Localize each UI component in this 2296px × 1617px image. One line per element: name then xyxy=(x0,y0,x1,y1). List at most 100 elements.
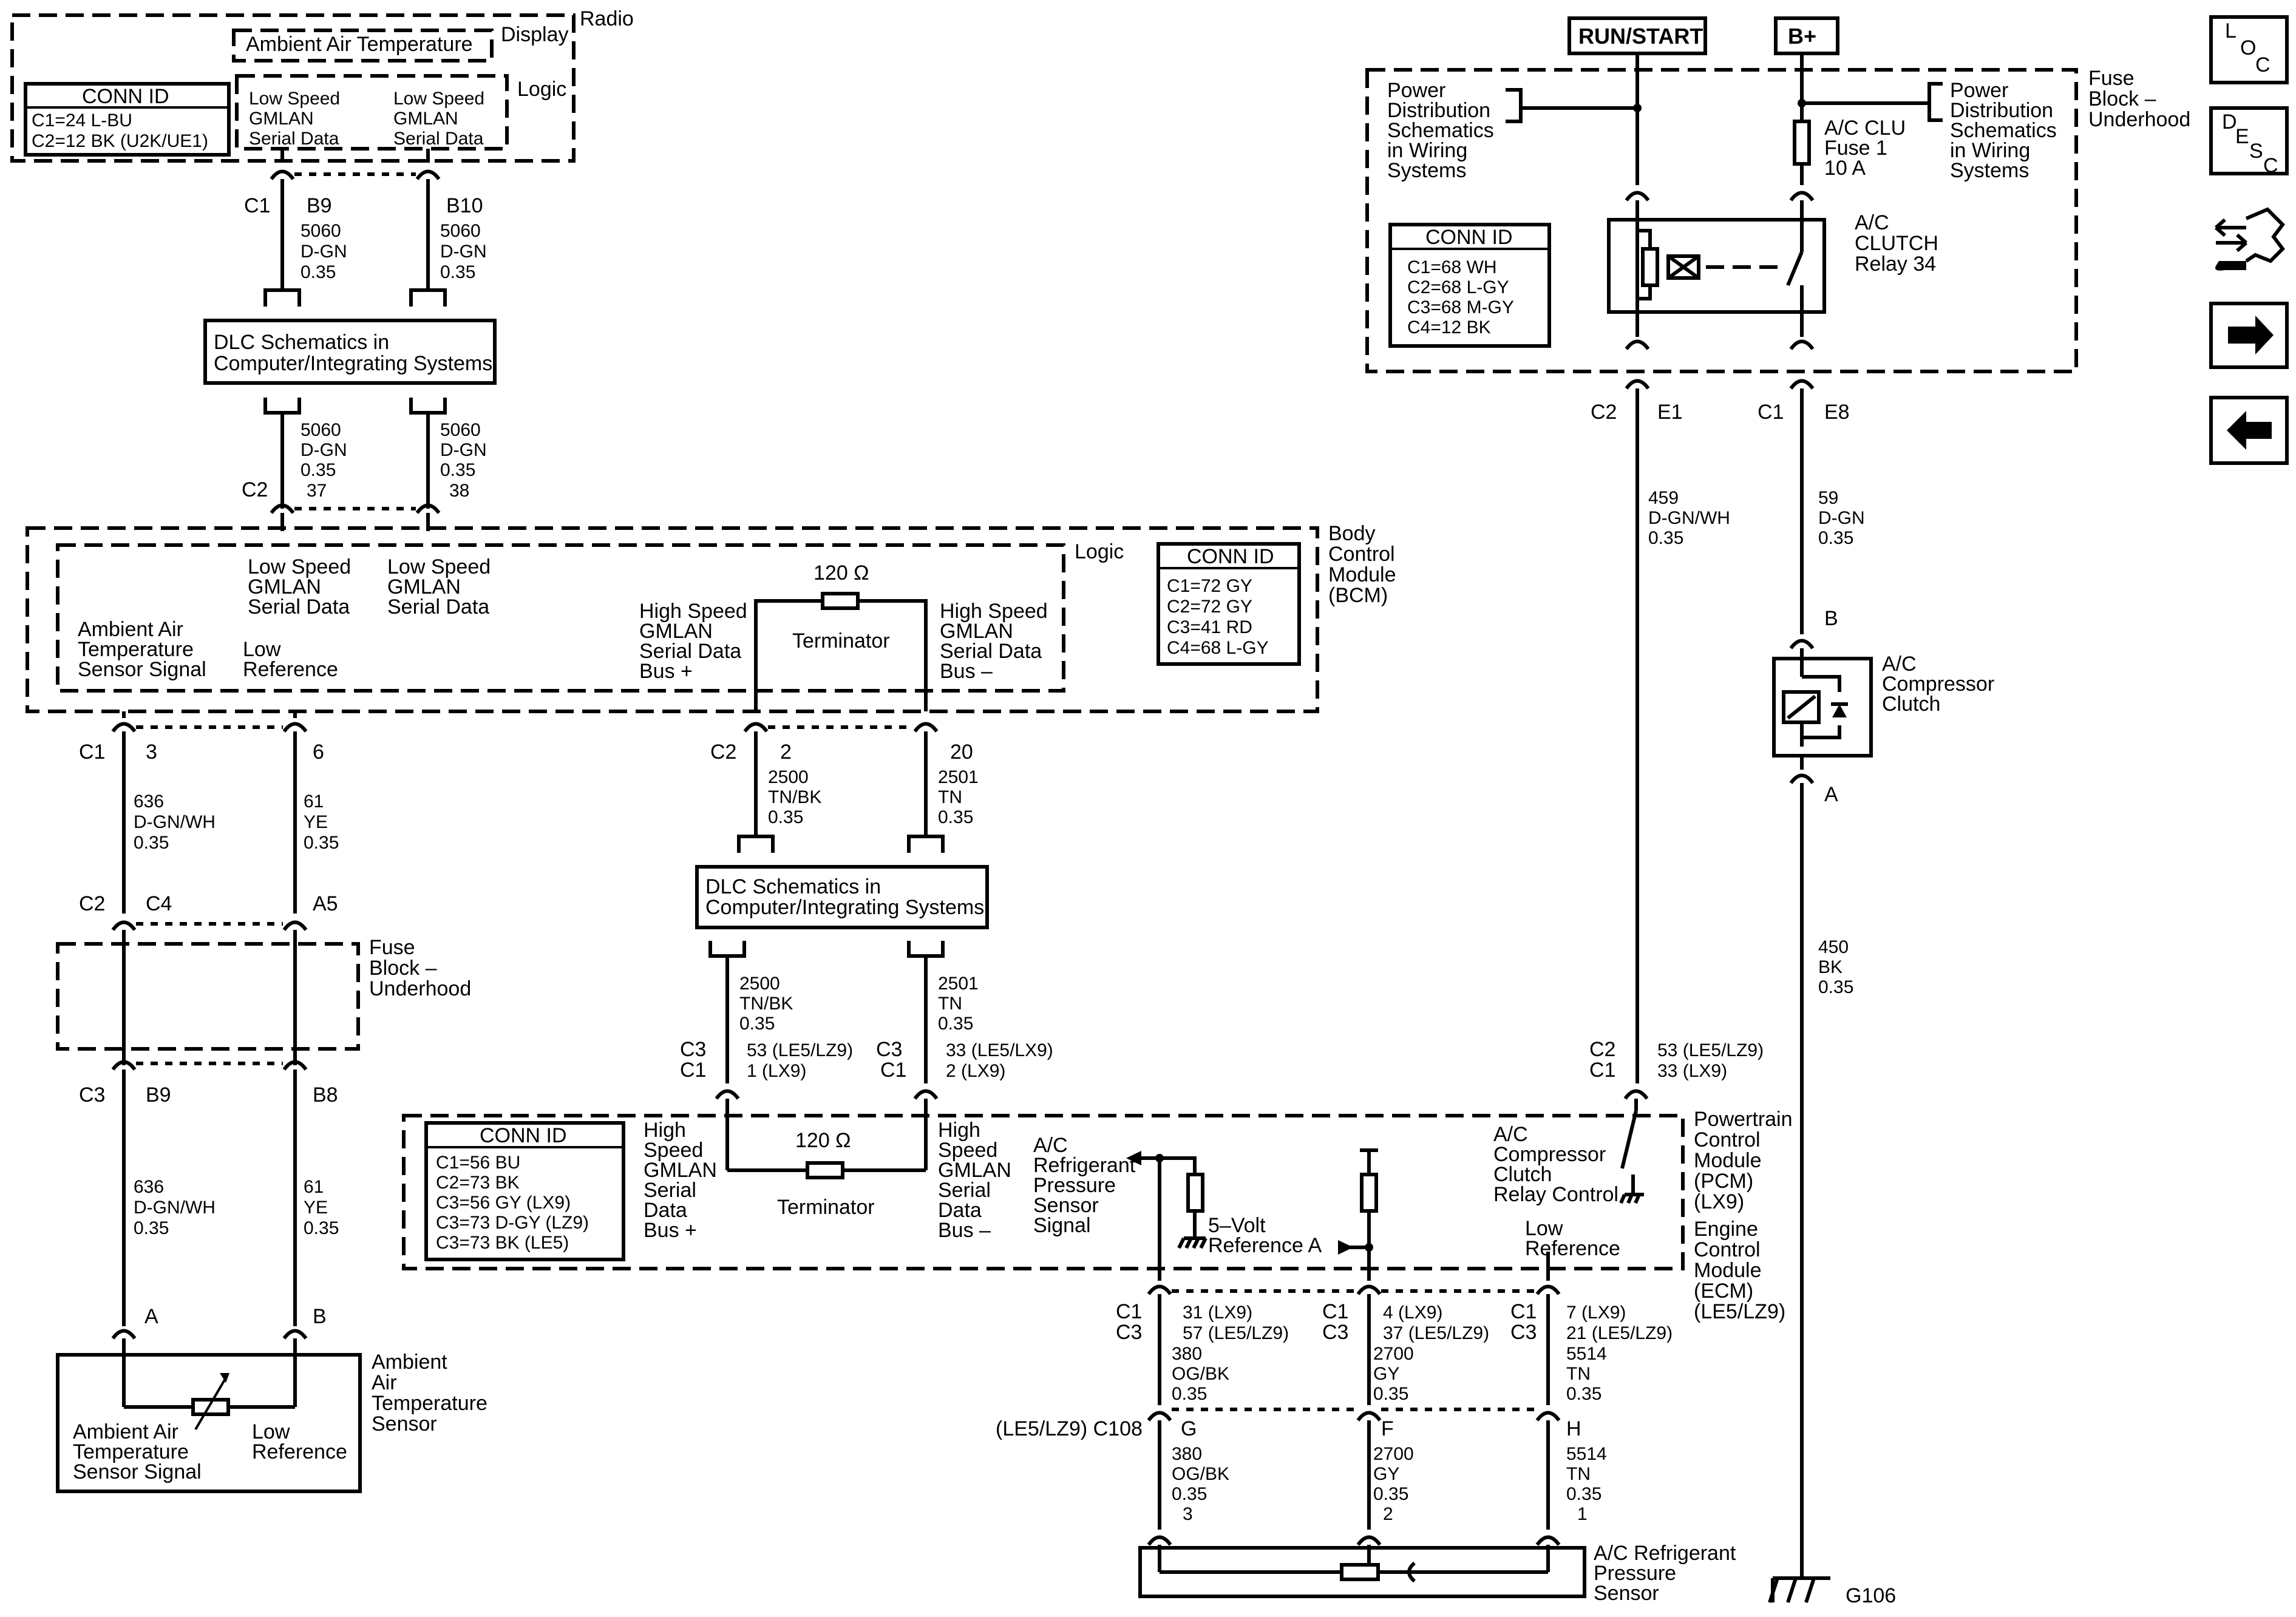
wire-label: 0.35 xyxy=(938,807,973,827)
wire-label: 61 xyxy=(304,1177,324,1197)
nav-desc-button[interactable]: D E S C xyxy=(2209,106,2289,177)
compressor-title: Compressor xyxy=(1882,673,1994,696)
wire-label: 0.35 xyxy=(301,262,336,282)
pcm-relay-ctrl: Clutch xyxy=(1493,1163,1552,1186)
bcm-conn-id-table: CONN ID C1=72 GY C2=72 GY C3=41 RD C4=68… xyxy=(1156,542,1301,666)
pin-37: 37 xyxy=(307,481,327,501)
ground-symbol xyxy=(1768,1576,1830,1603)
conn-c2: C2 xyxy=(1591,401,1617,424)
bcm-terminator-resistor: 120 Ω Terminator xyxy=(754,561,928,711)
g106-label: G106 xyxy=(1846,1584,1896,1607)
conn-c1: C1 xyxy=(680,1059,706,1082)
pd-right: Systems xyxy=(1950,159,2029,182)
pcm-lower-connectors: C1 C3 31 (LX9) 57 (LE5/LZ9) C1 C3 4 (LX9… xyxy=(996,1252,1673,1546)
wire-label: 459 xyxy=(1648,488,1679,508)
wire-label: 0.35 xyxy=(739,1014,775,1034)
conn-c1: C1 xyxy=(79,741,105,764)
conn-id-row: C1=72 GY xyxy=(1167,576,1252,596)
pd-right: Schematics xyxy=(1950,119,2057,142)
pin-label: 2 (LX9) xyxy=(946,1061,1005,1081)
wire-label: D-GN xyxy=(1818,508,1865,528)
wire-label: TN xyxy=(1566,1464,1591,1484)
conn-id-row: C1=68 WH xyxy=(1407,257,1497,277)
pin-a: A xyxy=(1824,783,1838,806)
pin-label: 31 (LX9) xyxy=(1183,1303,1252,1323)
conn-id-header: CONN ID xyxy=(1187,545,1274,568)
wire-label: 0.35 xyxy=(1172,1384,1207,1404)
desc-letter: E xyxy=(2235,125,2249,148)
bcm-ambient-2: Temperature xyxy=(78,638,194,661)
radio-title: Radio xyxy=(580,7,634,30)
wire-label: TN/BK xyxy=(739,994,793,1014)
pin-c4: C4 xyxy=(146,892,172,915)
relay-label: A/C xyxy=(1855,211,1889,234)
pcm-ac-ref: Signal xyxy=(1033,1214,1091,1237)
next-arrow-button[interactable] xyxy=(2209,302,2289,369)
radio-pin-b10: B10 xyxy=(446,194,483,217)
bcm-ambient-3: Sensor Signal xyxy=(78,658,206,681)
bcm-logic-label: Logic xyxy=(1075,540,1124,563)
bcm-title-3: Module xyxy=(1328,563,1396,586)
fuse-block-title-2: Block – xyxy=(369,957,437,980)
b-plus-label: B+ xyxy=(1788,24,1816,49)
wire-label: 0.35 xyxy=(1566,1484,1601,1504)
wire-label: YE xyxy=(304,1198,328,1218)
pin-label: 1 (LX9) xyxy=(747,1061,806,1081)
relay-label: CLUTCH xyxy=(1855,232,1938,255)
bcm-hs-minus-2: GMLAN xyxy=(940,620,1013,643)
fuse-block-title: Block – xyxy=(2088,87,2156,110)
conn-c3: C3 xyxy=(1510,1321,1537,1344)
wire-label: 0.35 xyxy=(1566,1384,1601,1404)
pin-b: B xyxy=(1824,607,1838,630)
fuse-block-title-1: Fuse xyxy=(369,936,415,959)
ac-compressor-clutch: B A/C Compressor Clutch A 450 BK 0.35 G1… xyxy=(1768,607,1994,1607)
pcm-title: Control xyxy=(1694,1128,1761,1151)
bcm-gmlan-right-3: Serial Data xyxy=(387,595,489,619)
bcm-title-4: (BCM) xyxy=(1328,584,1388,607)
pin-2: 2 xyxy=(780,741,792,764)
pcm-relay-ctrl: Relay Control xyxy=(1493,1183,1618,1206)
pcm-hs-plus: High xyxy=(644,1119,686,1142)
pin-label: 7 (LX9) xyxy=(1566,1303,1626,1323)
bcm-hs-plus-1: High Speed xyxy=(639,600,747,623)
pcm-ac-ref: Pressure xyxy=(1033,1174,1116,1197)
nav-loc-button[interactable]: L O C xyxy=(2209,15,2289,84)
relay-label: Relay 34 xyxy=(1855,253,1936,276)
pd-right: Power xyxy=(1950,79,2008,102)
wire-label: 5514 xyxy=(1566,1344,1607,1364)
radio-conn-c1: C1 xyxy=(244,194,270,217)
pin-e8: E8 xyxy=(1824,401,1850,424)
conn-c2: C2 xyxy=(710,741,736,764)
wire-label: 380 xyxy=(1172,1344,1202,1364)
radio-pin-b9: B9 xyxy=(307,194,332,217)
wire-label: 1 xyxy=(1577,1504,1588,1524)
wire-label: D-GN/WH xyxy=(134,1198,216,1218)
relay-control-switch xyxy=(1619,1099,1644,1204)
ac-clutch-fuse: A/C CLU Fuse 1 10 A xyxy=(1793,117,1906,185)
connector-wrench-icon[interactable] xyxy=(2215,207,2285,271)
conn-id-row: C2=12 BK (U2K/UE1) xyxy=(32,131,208,151)
body-control-module: Logic Body Control Module (BCM) CONN ID … xyxy=(25,522,1396,713)
conn-id-row: C3=73 BK (LE5) xyxy=(436,1233,569,1253)
wire-label: 0.35 xyxy=(304,1218,339,1238)
conn-id-row: C4=12 BK xyxy=(1407,317,1491,337)
radio-display-label: Display xyxy=(501,23,568,46)
pin-label: 37 (LE5/LZ9) xyxy=(1383,1323,1489,1343)
ecm-title: (ECM) xyxy=(1694,1280,1753,1303)
sensor-signal-2: Temperature xyxy=(73,1440,189,1463)
fuse-block-title-3: Underhood xyxy=(369,977,471,1000)
wire-label: OG/BK xyxy=(1172,1364,1229,1384)
pin-f: F xyxy=(1381,1417,1394,1440)
prev-arrow-button[interactable] xyxy=(2209,396,2289,465)
pressure-sensor-title: Pressure xyxy=(1594,1562,1676,1585)
radio-gmlan-left-1: Low Speed xyxy=(249,89,340,109)
pcm-lowref: Low xyxy=(1525,1217,1563,1240)
resistor-value: 120 Ω xyxy=(795,1129,851,1152)
pcm-relay-ctrl: Compressor xyxy=(1493,1143,1606,1166)
fuse-block-left: C2 C4 A5 Fuse Block – Underhood C3 B9 B8… xyxy=(56,892,471,1326)
bcm-lowref-1: Low xyxy=(243,638,281,661)
wire-label: D-GN xyxy=(440,242,487,262)
dlc-top-line-2: Computer/Integrating Systems xyxy=(214,352,492,375)
wire-label: YE xyxy=(304,812,328,832)
pin-e1: E1 xyxy=(1657,401,1683,424)
